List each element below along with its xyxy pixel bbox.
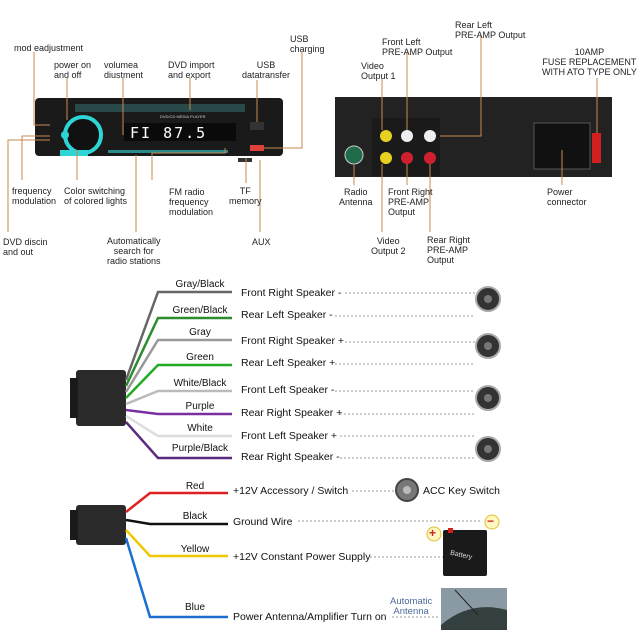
wire-color-label: White — [187, 423, 213, 434]
head-unit-front — [35, 98, 283, 162]
label-auto-search: Automatically search for radio stations — [107, 236, 161, 266]
wire-color-label: Red — [185, 481, 205, 492]
wire-function-label: Front Right Speaker + — [241, 335, 345, 347]
wire-function-label: Front Left Speaker - — [241, 384, 335, 396]
label-dvd-disc: DVD discin and out — [3, 237, 48, 257]
leader-lines — [7, 52, 303, 232]
label-aux: AUX — [252, 237, 271, 247]
wire-color-label: Yellow — [180, 544, 210, 555]
wire-function-label: Rear Right Speaker + — [241, 407, 343, 419]
label-color-switching: Color switching of colored lights — [64, 186, 128, 206]
wire-function-label: Rear Right Speaker - — [241, 451, 340, 463]
wire-function-label: Front Right Speaker - — [241, 287, 342, 299]
wire-color-label: Purple/Black — [171, 443, 229, 454]
wire-function-label: Ground Wire — [233, 516, 293, 528]
wire-color-label: Gray/Black — [175, 279, 225, 290]
label-fm-radio: FM radio frequency modulation — [169, 187, 214, 217]
wire-color-label: Green/Black — [172, 305, 228, 316]
wire-color-label: Purple — [185, 401, 215, 412]
brand-text: DVD/CD MEDIA PLAYER — [160, 114, 206, 119]
label-power: power on and off — [54, 60, 92, 80]
wire-color-label: Green — [186, 352, 214, 363]
label-usb-charging: USB charging — [290, 34, 325, 54]
battery-minus-icon: − — [487, 514, 495, 528]
label-fuse: 10AMP FUSE REPLACEMENT WITH ATO TYPE ONL… — [542, 47, 637, 77]
label-rear-right-preamp: Rear Right PRE-AMP Output — [427, 235, 471, 265]
battery-icon — [426, 514, 500, 576]
wire-function-label: +12V Constant Power Supply — [233, 551, 371, 563]
speaker-wires — [124, 290, 232, 460]
label-video-output-2: Video Output 2 — [371, 236, 406, 256]
label-video-output-1: Video Output 1 — [361, 61, 396, 81]
battery-plus-icon: + — [429, 526, 437, 540]
acc-key-switch-icon — [395, 478, 419, 502]
automatic-antenna-label: Automatic Antenna — [390, 596, 433, 617]
wire-function-label: Rear Left Speaker + — [241, 357, 336, 369]
speaker-connector — [70, 370, 126, 426]
label-frequency-modulation: frequency modulation — [12, 186, 57, 206]
label-power-connector: Power connector — [547, 187, 587, 207]
label-dvd-import: DVD import and export — [168, 60, 215, 80]
acc-key-switch-label: ACC Key Switch — [423, 485, 501, 497]
lcd-display: FI 87.5 — [130, 124, 208, 142]
wire-function-label: +12V Accessory / Switch — [233, 485, 349, 497]
wire-color-label: Gray — [189, 327, 211, 338]
label-rear-left-preamp: Rear Left PRE-AMP Output — [455, 20, 526, 40]
wire-color-label: Black — [182, 511, 208, 522]
wire-function-label: Power Antenna/Amplifier Turn on — [233, 611, 387, 623]
label-tf-memory: TF memory — [229, 186, 262, 206]
car-antenna-image — [441, 588, 507, 630]
wire-function-label: Rear Left Speaker - — [241, 309, 333, 321]
label-radio-antenna: Radio Antenna — [339, 187, 373, 207]
label-mode-adjustment: mod eadjustment — [14, 43, 84, 53]
speaker-icons — [475, 286, 501, 462]
label-front-left-preamp: Front Left PRE-AMP Output — [382, 37, 453, 57]
label-usb-data: USB datatransfer — [242, 60, 291, 80]
wire-function-label: Front Left Speaker + — [241, 430, 338, 442]
back-panel — [335, 97, 612, 177]
label-volume: volumea diustment — [104, 60, 144, 80]
label-front-right-preamp: Front Right PRE-AMP Output — [388, 187, 433, 217]
wire-color-label: White/Black — [173, 378, 227, 389]
wire-color-label: Blue — [184, 602, 205, 613]
power-connector-plug — [70, 505, 126, 545]
